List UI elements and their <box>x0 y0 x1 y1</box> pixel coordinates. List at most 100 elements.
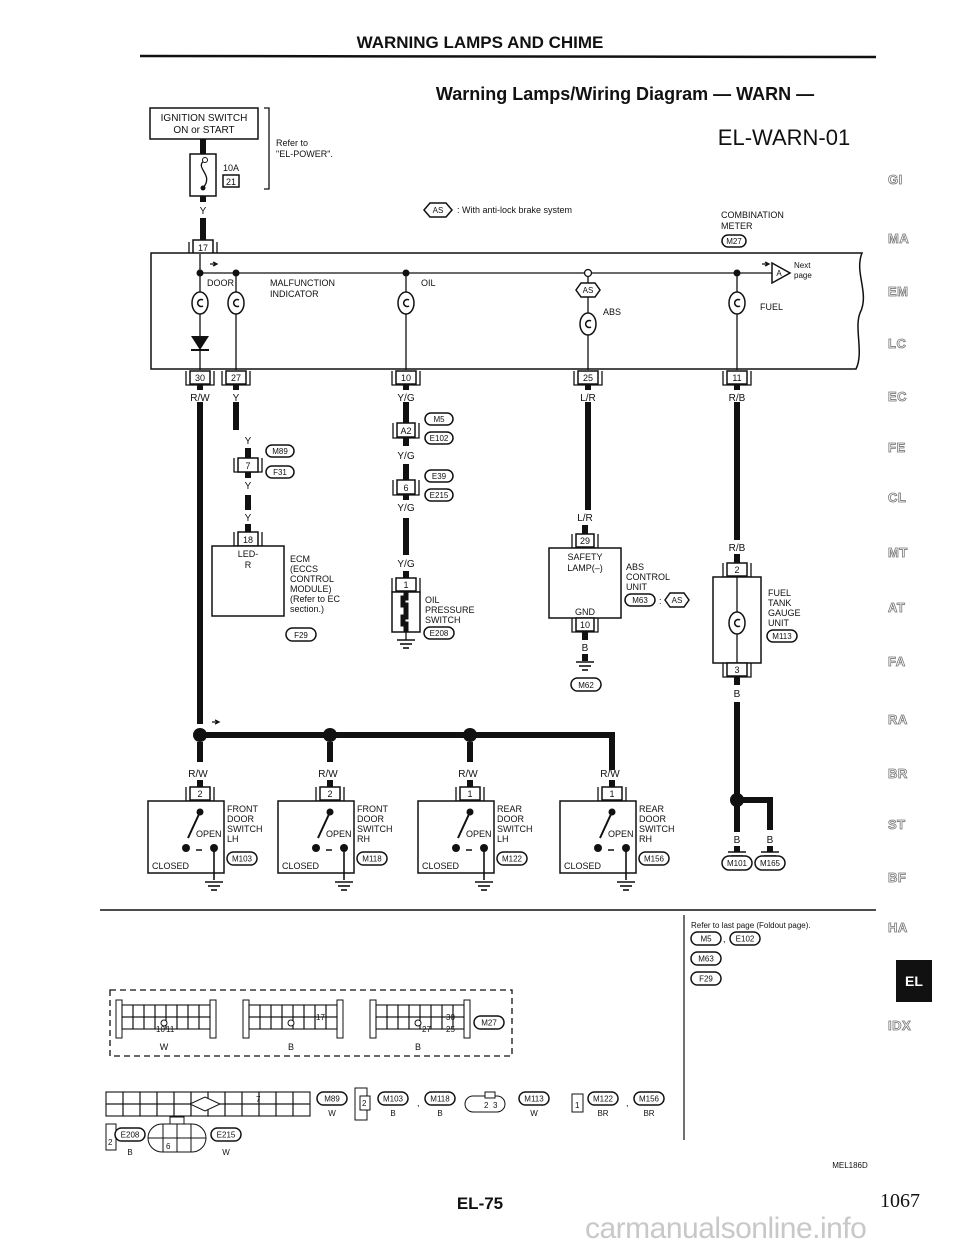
svg-text:DOOR: DOOR <box>357 814 385 824</box>
svg-text:REAR: REAR <box>497 804 523 814</box>
svg-text:M103: M103 <box>232 855 253 864</box>
svg-text:B: B <box>415 1042 421 1052</box>
side-index-ra[interactable]: RA <box>888 712 908 728</box>
svg-text:ABS: ABS <box>626 562 644 572</box>
connector-badge <box>496 851 528 866</box>
as-symbol-icon <box>423 202 453 218</box>
side-index-cl[interactable]: CL <box>888 490 907 506</box>
connector-block: B <box>242 999 344 1052</box>
svg-text:section.): section.) <box>290 604 324 614</box>
wire-color-label: Y <box>200 206 207 217</box>
side-index-st[interactable]: ST <box>888 817 906 833</box>
diagram-code: EL-WARN-01 <box>718 125 850 150</box>
next-page-marker-icon <box>771 261 792 285</box>
svg-text:FRONT: FRONT <box>227 804 258 814</box>
side-index-idx[interactable]: IDX <box>888 1018 912 1034</box>
svg-text:Y: Y <box>245 513 252 524</box>
side-index-br[interactable]: BR <box>888 766 908 782</box>
connector-m5-badge: M5 <box>433 415 445 424</box>
svg-text:(ECCS: (ECCS <box>290 564 318 574</box>
door-switch-bus <box>200 732 615 770</box>
pin-18: 18 <box>243 535 253 545</box>
svg-text:2: 2 <box>362 1099 367 1108</box>
svg-text:,: , <box>417 1098 420 1108</box>
meter-pin: 25 <box>583 373 593 383</box>
svg-text:E102: E102 <box>736 935 755 944</box>
pin-6: 6 <box>403 483 408 493</box>
svg-text:M122: M122 <box>502 855 523 864</box>
connector-view-badge <box>316 1091 348 1106</box>
side-index-mt[interactable]: MT <box>888 545 908 561</box>
svg-text:PRESSURE: PRESSURE <box>425 605 475 615</box>
svg-text:W: W <box>160 1042 169 1052</box>
side-index-el[interactable]: EL <box>896 960 932 1002</box>
svg-text:CLOSED: CLOSED <box>422 861 460 871</box>
svg-text:(Refer to EC: (Refer to EC <box>290 594 341 604</box>
watermark: carmanualsonline.info <box>585 1212 867 1245</box>
svg-text:METER: METER <box>721 221 753 231</box>
refer-target: "EL-POWER". <box>276 149 333 159</box>
svg-text:LH: LH <box>227 834 239 844</box>
svg-text:W: W <box>530 1109 538 1118</box>
side-index-fe[interactable]: FE <box>888 440 906 456</box>
svg-text:page: page <box>794 271 812 280</box>
svg-text:B: B <box>127 1148 132 1157</box>
pin-2: 2 <box>734 565 739 575</box>
svg-text:ECM: ECM <box>290 554 310 564</box>
pin-10: 10 <box>580 620 590 630</box>
side-index-fa[interactable]: FA <box>888 654 906 670</box>
svg-text:INDICATOR: INDICATOR <box>270 289 319 299</box>
connector-badge <box>638 851 670 866</box>
page-label: EL-75 <box>457 1194 503 1213</box>
side-index-bf[interactable]: BF <box>888 870 907 886</box>
svg-text:M63: M63 <box>698 955 714 964</box>
connector-m165-badge: M165 <box>760 859 781 868</box>
svg-text:Y/G: Y/G <box>397 451 414 462</box>
door-switch-pin: 2 <box>327 789 332 799</box>
connector-e102-badge: E102 <box>430 434 449 443</box>
svg-text:6: 6 <box>166 1142 171 1151</box>
side-index-ma[interactable]: MA <box>888 231 910 247</box>
lamp-malfunction-indicator: MALFUNCTION INDICATOR <box>227 269 335 370</box>
side-index-ha[interactable]: HA <box>888 920 908 936</box>
svg-text:,: , <box>626 1098 629 1108</box>
svg-text:B: B <box>582 643 589 654</box>
svg-text:OPEN: OPEN <box>608 829 634 839</box>
svg-text:R/W: R/W <box>318 769 338 780</box>
connector-m27-badge <box>721 234 747 248</box>
meter-pin: 10 <box>401 373 411 383</box>
ignition-label: IGNITION SWITCH <box>161 113 248 124</box>
oil-circuit: Y/G A2 M5 E102 Y/G 6 E39 E215 Y/G Y/G 1 … <box>391 393 475 649</box>
svg-text:MODULE): MODULE) <box>290 584 332 594</box>
wire-color-label: R/B <box>729 393 746 404</box>
pin-a2: A2 <box>400 426 411 436</box>
connector-e215-view <box>210 1127 242 1142</box>
pin-29: 29 <box>580 536 590 546</box>
svg-text:OPEN: OPEN <box>196 829 222 839</box>
svg-text:CLOSED: CLOSED <box>564 861 602 871</box>
side-index-gi[interactable]: GI <box>888 172 903 188</box>
svg-text:M122: M122 <box>593 1095 614 1104</box>
connector-view-badge <box>377 1091 409 1106</box>
lamp-oil: OIL <box>397 269 436 370</box>
svg-text:M89: M89 <box>324 1095 340 1104</box>
svg-text:RH: RH <box>357 834 370 844</box>
refer-text: Refer to <box>276 138 308 148</box>
svg-text:ABS: ABS <box>603 307 621 317</box>
svg-text:LH: LH <box>497 834 509 844</box>
svg-text:M5: M5 <box>700 935 712 944</box>
svg-text:R/W: R/W <box>600 769 620 780</box>
connector-block: W <box>115 999 217 1052</box>
svg-text:AS: AS <box>433 206 444 215</box>
svg-text:OPEN: OPEN <box>326 829 352 839</box>
side-index-ec[interactable]: EC <box>888 389 908 405</box>
next-page-label: Next <box>794 261 811 270</box>
side-index-at[interactable]: AT <box>888 600 906 616</box>
svg-text:M103: M103 <box>383 1095 404 1104</box>
svg-text:3: 3 <box>493 1101 498 1110</box>
connector-e208-badge: E208 <box>430 629 449 638</box>
side-index-lc[interactable]: LC <box>888 336 907 352</box>
side-index-em[interactable]: EM <box>888 284 909 300</box>
